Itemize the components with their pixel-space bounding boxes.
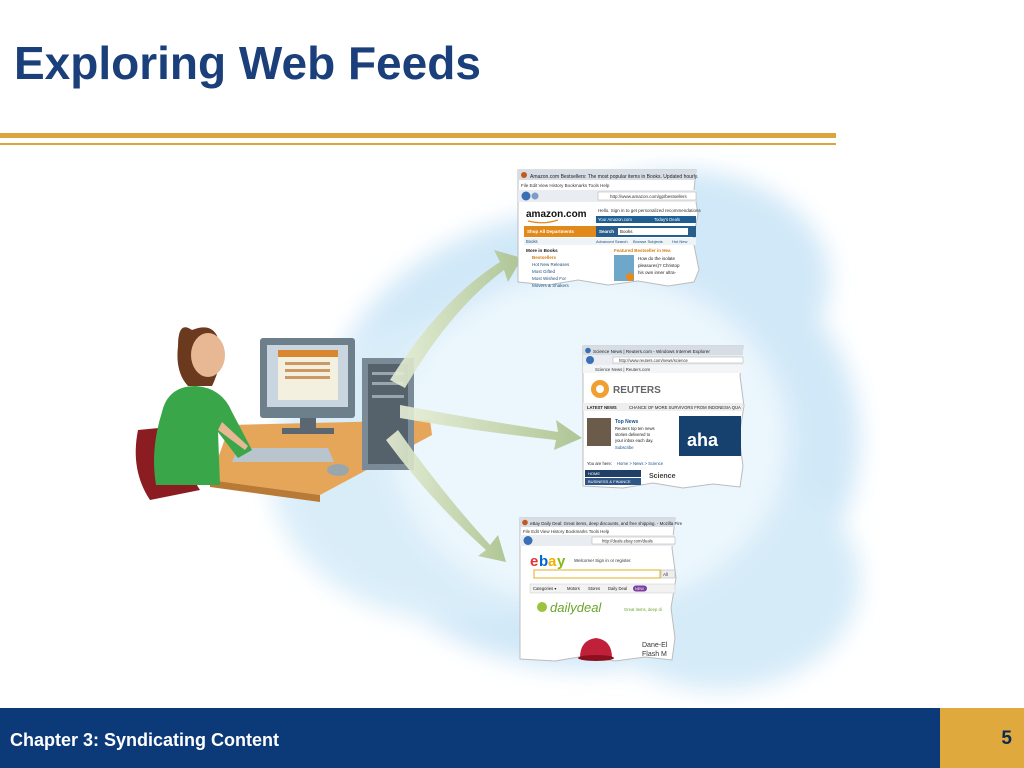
reuters-subscribe[interactable]: Subscribe: [615, 445, 634, 450]
amazon-your-amazon[interactable]: Your Amazon.com: [598, 217, 632, 222]
amazon-link-1[interactable]: Hot New Releases: [532, 262, 570, 267]
amazon-featured-line-2: his own inner ultra-: [638, 270, 677, 275]
back-icon[interactable]: [523, 536, 533, 545]
reuters-top-news-line-1: stories delivered to: [615, 432, 651, 437]
reuters-top-news: Top News: [615, 419, 638, 425]
reuters-ticker: CHANCE OF MORE SURVIVORS FROM INDONESIA …: [629, 405, 741, 410]
amazon-more-in-books: More in Books: [526, 248, 558, 253]
reuters-section-title: Science: [649, 473, 676, 480]
amazon-link-3[interactable]: Most Wished For: [532, 276, 567, 281]
amazon-url: http://www.amazon.com/gp/bestsellers: [610, 194, 688, 199]
amazon-link-4[interactable]: Movers & Shakers: [532, 283, 570, 288]
reuters-window-title: Science News | Reuters.com - Windows Int…: [593, 349, 710, 354]
reuters-browser-window: Science News | Reuters.com - Windows Int…: [582, 345, 745, 489]
ebay-new-badge: NEW: [635, 587, 644, 591]
ebay-window-title: eBay Daily Deal: Great items, deep disco…: [530, 521, 683, 526]
amazon-hot-new[interactable]: Hot New: [672, 239, 687, 244]
ebay-daily-deal-tag: Great items, deep di: [624, 607, 662, 612]
ebay-logo-b: b: [539, 553, 548, 570]
reuters-section-business[interactable]: BUSINESS & FINANCE: [588, 479, 631, 484]
ebay-browser-window: eBay Daily Deal: Great items, deep disco…: [519, 517, 683, 662]
ebay-search-input[interactable]: [533, 569, 661, 579]
amazon-link-0[interactable]: Bestsellers: [532, 255, 557, 260]
top-news-image: [587, 418, 611, 446]
footer-chapter-title: Chapter 3: Syndicating Content: [10, 730, 280, 750]
amazon-menu-bar: File Edit View History Bookmarks Tools H…: [521, 183, 610, 188]
amazon-featured: Featured Bestseller in Hea: [614, 248, 671, 253]
page-number-box: 5: [940, 708, 1024, 768]
title-rule-thick: [0, 133, 836, 138]
back-icon[interactable]: [586, 356, 594, 364]
amazon-featured-line-0: How do the isolate: [638, 256, 676, 261]
forward-icon[interactable]: [531, 192, 539, 200]
reuters-logo: REUTERS: [613, 385, 661, 396]
product-image: [580, 638, 612, 658]
page-number: 5: [1001, 728, 1012, 749]
back-icon[interactable]: [521, 191, 531, 201]
reuters-tab[interactable]: Science News | Reuters.com: [595, 367, 651, 372]
ebay-nav-stores[interactable]: Stores: [588, 586, 600, 591]
amazon-todays-deals[interactable]: Today's Deals: [654, 217, 680, 222]
reuters-ad-text: aha: [687, 430, 719, 450]
ebay-menu-bar: File Edit View History Bookmarks Tools H…: [523, 529, 610, 534]
reuters-section-home[interactable]: HOME: [588, 471, 600, 476]
reuters-ad-banner[interactable]: [679, 416, 741, 456]
ebay-welcome[interactable]: Welcome! Sign in or register.: [574, 558, 631, 563]
amazon-window-title: Amazon.com Bestsellers: The most popular…: [530, 174, 698, 180]
reuters-you-are-here: You are here:: [587, 461, 612, 466]
ebay-nav-daily-deal[interactable]: Daily Deal: [608, 586, 627, 591]
ebay-nav-motors[interactable]: Motors: [567, 586, 580, 591]
amazon-browse-subjects[interactable]: Browse Subjects: [633, 239, 663, 244]
amazon-nav-books[interactable]: Books: [526, 239, 538, 244]
amazon-logo: amazon.com: [526, 209, 587, 220]
reuters-url: http://www.reuters.com/news/science: [619, 358, 689, 363]
web-feeds-illustration: Amazon.com Bestsellers: The most popular…: [135, 169, 860, 690]
title-rule-thin: [0, 143, 836, 145]
reuters-top-news-line-2: your inbox each day.: [615, 438, 653, 443]
reuters-breadcrumb[interactable]: Home > News > Science: [617, 461, 664, 466]
amazon-featured-line-1: pleasures)? Christop: [638, 263, 680, 268]
ebay-daily-deal-logo: dailydeal: [550, 600, 602, 615]
ebay-logo-e: e: [530, 553, 538, 570]
ebay-product-line-0: Dane-El: [642, 642, 668, 649]
amazon-search-label: Search: [599, 229, 614, 234]
ebay-logo-a: a: [548, 553, 557, 570]
slide-footer: Chapter 3: Syndicating Content 5: [0, 708, 1024, 768]
ebay-nav-categories[interactable]: Categories ▾: [533, 586, 557, 591]
slide-title: Exploring Web Feeds: [14, 37, 481, 89]
amazon-greeting: Hello. Sign in to get personalized recom…: [598, 208, 702, 213]
amazon-shop-all[interactable]: Shop All Departments: [527, 229, 574, 234]
ebay-url: http://deals.ebay.com/deals: [602, 539, 653, 544]
amazon-browser-window: Amazon.com Bestsellers: The most popular…: [517, 169, 702, 288]
amazon-advanced-search[interactable]: Advanced Search: [596, 239, 628, 244]
amazon-link-2[interactable]: Most Gifted: [532, 269, 556, 274]
ebay-product-line-1: Flash M: [642, 651, 667, 658]
daily-deal-tag-icon: [537, 602, 547, 612]
reuters-latest-news: LATEST NEWS: [587, 405, 617, 410]
reuters-top-news-line-0: Reuters top ten news: [615, 426, 655, 431]
ebay-search-button[interactable]: All: [663, 572, 668, 577]
ebay-logo-y: y: [557, 553, 566, 570]
amazon-search-value[interactable]: Books: [620, 229, 633, 234]
feed-arrows: [386, 250, 582, 562]
